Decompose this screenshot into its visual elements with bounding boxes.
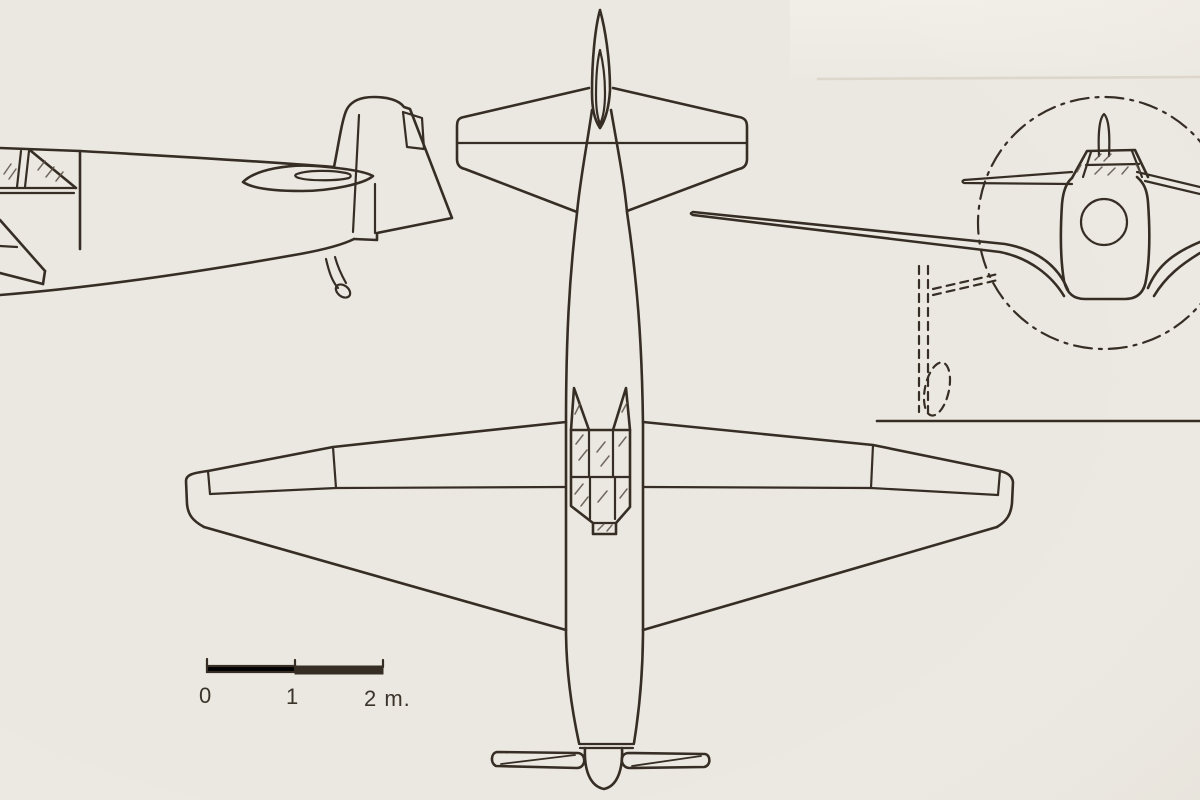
side-tailplane-outline [241,164,375,193]
front-propeller-disc [976,95,1200,351]
side-wing-root-lower [0,271,45,286]
plan-fuselage-right-side [609,108,645,745]
front-skid-foot-dashed [922,361,952,417]
plan-canopy-horn-right [611,386,632,432]
side-rudder-hinge-line [351,113,361,234]
side-wing-root-rib [41,269,47,286]
plan-fin-outline [590,8,612,130]
side-tail-skid [324,255,352,299]
plan-canopy-glass-hatching [574,402,628,532]
plan-rudder-outline [594,48,607,126]
front-wing-right [1146,240,1200,298]
plan-wing-right-tip [995,469,1015,529]
front-spinner [1079,197,1129,247]
front-wing-right-upper-line [1146,240,1200,290]
front-view [689,95,1200,423]
plan-propeller-blade-left-twist-line [500,754,576,765]
front-wing-left-tip-cap [689,210,695,217]
front-wing-right-lower-line [1152,251,1200,298]
side-fin-outline [332,95,454,242]
scale-bar-open-segment [205,664,297,674]
front-wing-left-upper-line [691,210,1070,292]
side-tail-skid-rear [333,255,348,285]
paper-crease-line [816,75,1200,81]
plan-fin [590,8,612,130]
scale-label-1: 1 [286,684,299,709]
side-wing-root [0,218,47,286]
ink-drawing: 0 1 2 m. [0,8,1200,791]
front-wing-left-lower-line [691,213,1066,298]
plan-canopy-frames [569,428,632,525]
side-canopy-frame-2 [23,149,31,189]
plan-view [184,8,1015,791]
scale-label-0: 0 [199,683,212,708]
plan-canopy-outline [569,428,632,536]
plan-canopy-horn-left [569,386,591,432]
plan-propeller-blade-right-twist-line [631,755,702,767]
side-canopy-frame-1 [15,149,23,189]
front-canopy-outline [1070,148,1150,180]
side-fuselage-belly-line [0,237,356,297]
side-elevator-outline [294,169,352,182]
scale-bar: 0 1 2 m. [199,657,411,711]
plan-fuselage [564,108,645,745]
plan-wing-left-aileron-ribs [206,445,338,496]
plan-propeller-blade-left [490,750,586,770]
side-canopy-glass-hatching [3,160,64,182]
side-wing-root-upper [0,218,47,273]
side-trim-tab [401,110,426,151]
front-canopy-glass-hatching [1076,153,1141,176]
plan-wing-right [641,420,1015,632]
scale-bar-filled-segment [294,665,384,675]
front-skid-brace-dashed [931,272,1000,297]
scale-label-2m: 2 m. [364,686,411,711]
side-tailplane [241,164,375,193]
front-tailplane-left [961,170,1074,186]
front-fuselage-outline [1059,175,1151,301]
plan-tailplane [455,86,749,214]
front-propeller-blade [1097,112,1111,158]
plan-spinner [583,746,624,791]
plan-wing-left [184,420,568,632]
front-landing-skid-extended [917,264,1000,417]
plan-wing-left-tip [184,469,210,529]
plan-propeller [490,742,711,791]
plan-fuselage-left-side [564,108,594,745]
side-tail-skid-foot [334,283,352,299]
plan-wing-right-leading-edge [641,525,999,632]
front-canopy [1070,148,1150,180]
side-fin-rudder [332,95,454,242]
plan-canopy [569,386,632,536]
front-wing-left [689,210,1070,298]
front-skid-leg-dashed [917,264,930,414]
plan-cowl-ring [577,742,636,750]
side-canopy [0,149,78,195]
side-canopy-rear-slope [29,149,78,190]
side-view [0,95,454,299]
side-wing-root-mid [0,244,19,249]
plan-wing-right-aileron-ribs [869,443,1002,497]
plan-wing-left-leading-edge [202,525,568,632]
front-fuselage [1059,175,1151,301]
